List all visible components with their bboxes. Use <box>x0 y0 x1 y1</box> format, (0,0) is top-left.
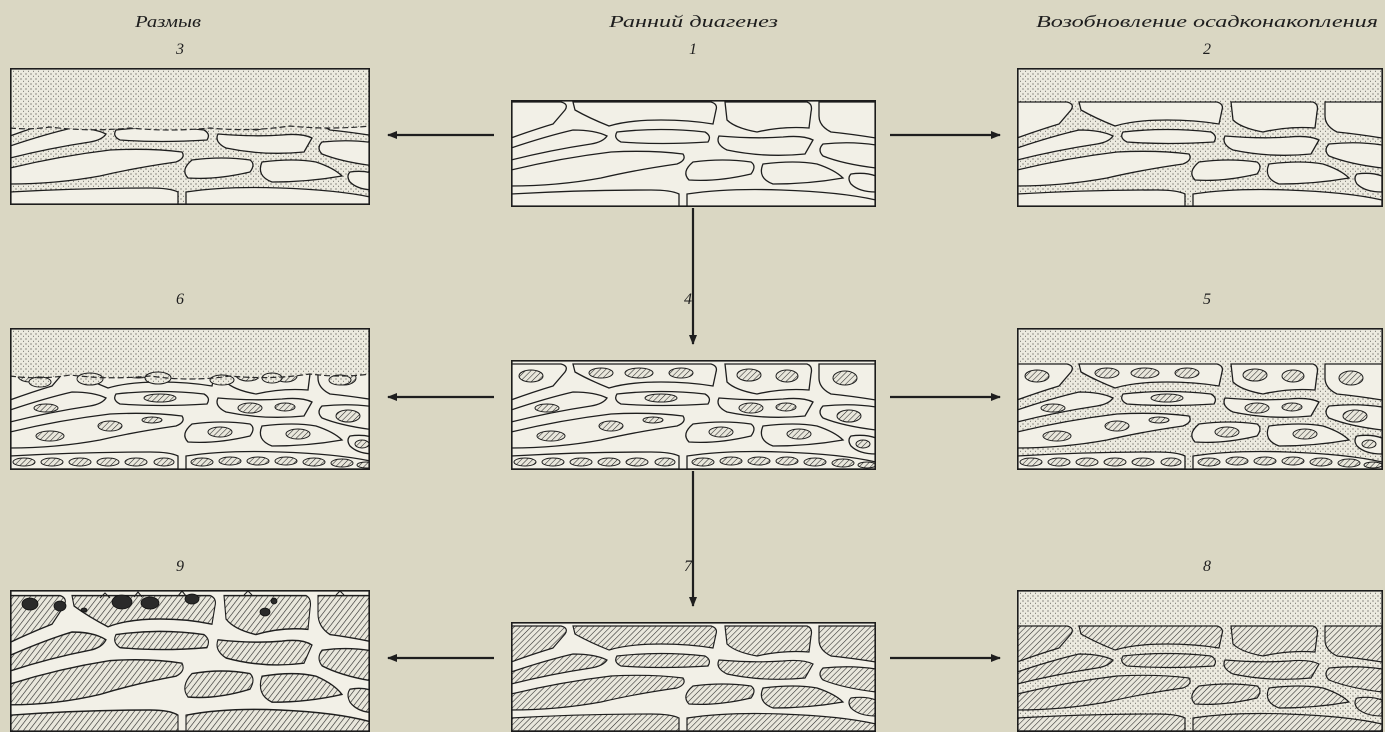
panel-7-cementation <box>511 622 876 732</box>
panel-number-3: 3 <box>175 41 184 58</box>
panel-8-renewed-sedimentation <box>1017 590 1383 732</box>
panel-9-hardground-erosion <box>10 590 375 732</box>
panel-number-2: 2 <box>1203 41 1211 58</box>
panel-2-renewed-sedimentation <box>1017 68 1383 207</box>
panel-number-9: 9 <box>176 558 184 575</box>
panel-number-6: 6 <box>176 291 184 308</box>
panel-number-5: 5 <box>1203 291 1211 308</box>
panel-5-renewed-sedimentation <box>1017 328 1383 470</box>
panel-3-overlying-sediment <box>10 68 370 130</box>
panel-1-early-diagenesis <box>511 100 876 207</box>
header-erosion: Размыв <box>134 12 202 31</box>
panel-number-7: 7 <box>684 558 693 575</box>
panel-6-overlying-sediment <box>10 328 370 379</box>
panel-4-nodule-growth <box>511 360 876 470</box>
panel-number-8: 8 <box>1203 558 1211 575</box>
panel-3-erosion <box>10 68 375 205</box>
header-renewed-sedimentation: Возобновление осадконакопления <box>1036 12 1378 31</box>
panel-6-erosion <box>10 328 375 470</box>
panel-number-4: 4 <box>684 291 692 308</box>
header-early-diagenesis: Ранний диагенез <box>608 12 779 31</box>
panel-number-1: 1 <box>689 41 697 58</box>
